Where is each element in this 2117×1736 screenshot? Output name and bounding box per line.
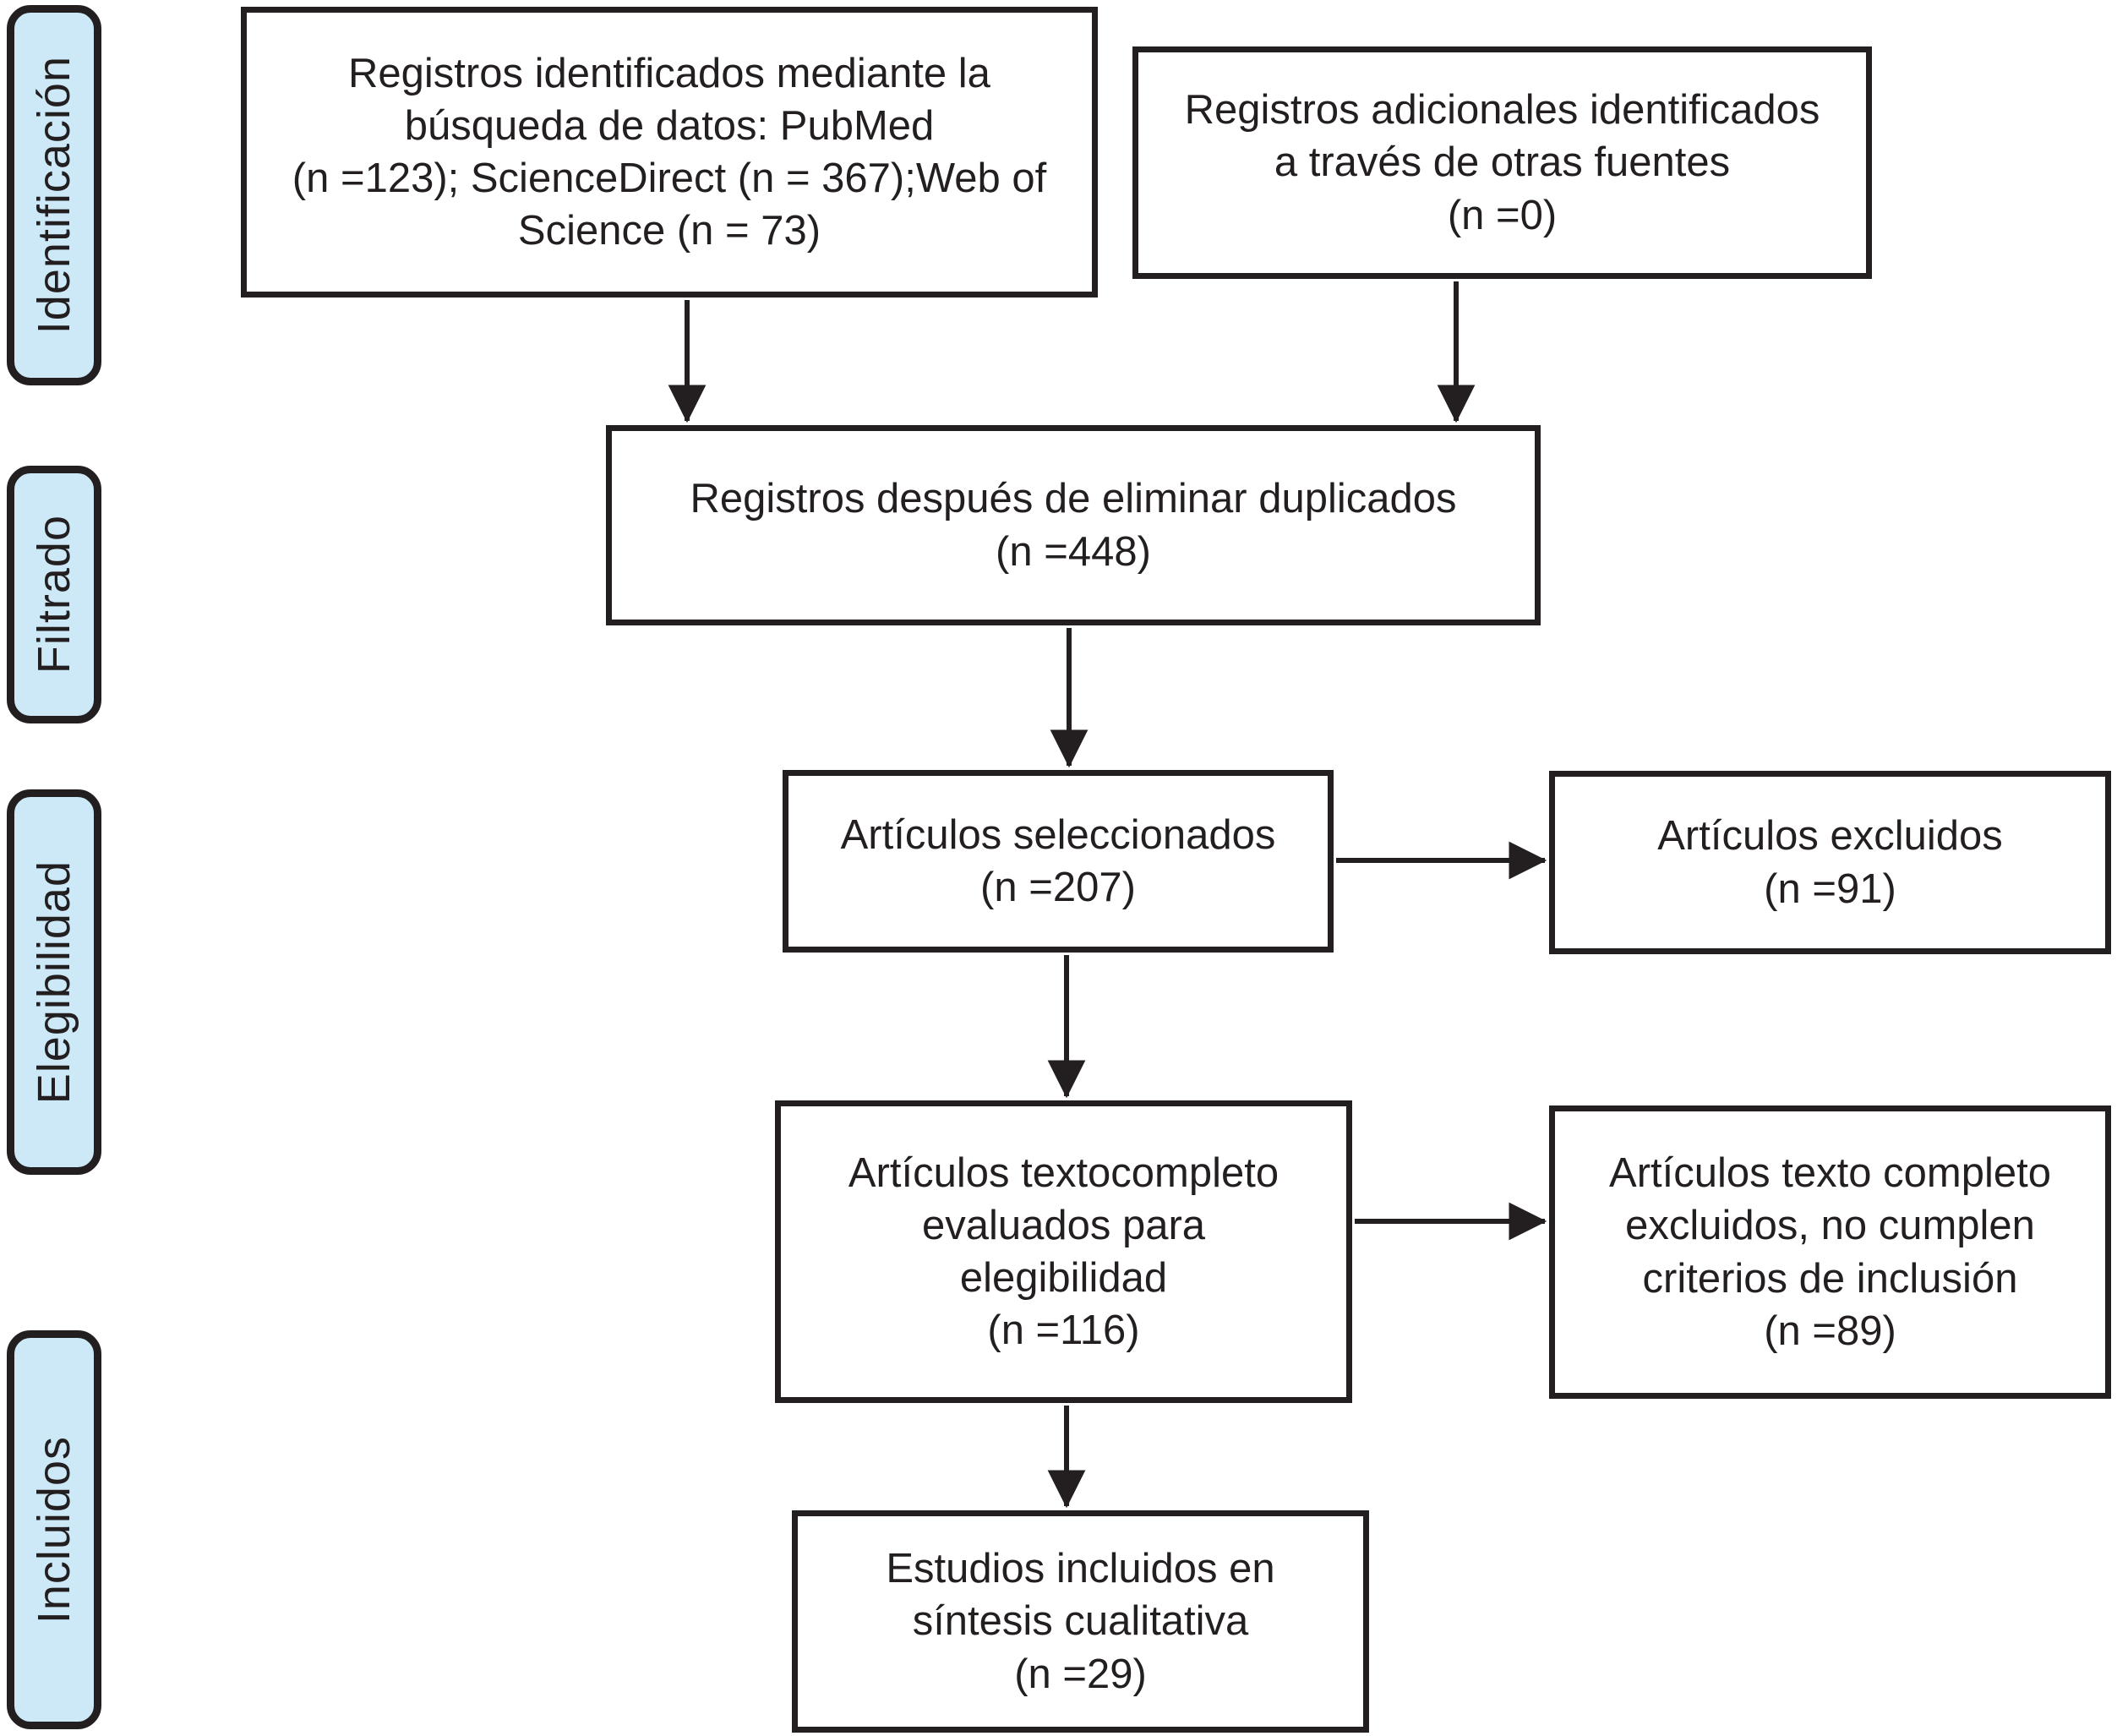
stage-filtrado-label: Filtrado: [29, 515, 79, 674]
box-identified-records-text: Registros identificados mediante la búsq…: [292, 50, 1047, 254]
box-screened: Artículos seleccionados (n =207): [783, 770, 1334, 953]
stage-filtrado: Filtrado: [7, 466, 101, 723]
stage-incluidos-label: Incluidos: [29, 1435, 79, 1624]
box-included-studies: Estudios incluidos en síntesis cualitati…: [792, 1510, 1369, 1733]
box-additional-records-text: Registros adicionales identificados a tr…: [1184, 87, 1820, 238]
box-excluded-text: Artículos excluidos (n =91): [1657, 813, 2003, 912]
box-excluded: Artículos excluidos (n =91): [1549, 771, 2111, 954]
box-additional-records: Registros adicionales identificados a tr…: [1132, 46, 1872, 279]
stage-identificacion-label: Identificación: [29, 56, 79, 335]
box-included-studies-text: Estudios incluidos en síntesis cualitati…: [886, 1546, 1275, 1697]
box-after-duplicates: Registros después de eliminar duplicados…: [606, 425, 1541, 625]
stage-elegibilidad-label: Elegibilidad: [29, 860, 79, 1105]
box-after-duplicates-text: Registros después de eliminar duplicados…: [690, 476, 1457, 575]
box-fulltext-assessed: Artículos textocompleto evaluados para e…: [775, 1100, 1352, 1403]
stage-elegibilidad: Elegibilidad: [7, 789, 101, 1175]
box-fulltext-excluded: Artículos texto completo excluidos, no c…: [1549, 1105, 2111, 1399]
stage-incluidos: Incluidos: [7, 1330, 101, 1729]
box-screened-text: Artículos seleccionados (n =207): [840, 811, 1276, 910]
stage-identificacion: Identificación: [7, 5, 101, 385]
box-fulltext-assessed-text: Artículos textocompleto evaluados para e…: [848, 1149, 1279, 1354]
box-fulltext-excluded-text: Artículos texto completo excluidos, no c…: [1609, 1150, 2051, 1354]
box-identified-records: Registros identificados mediante la búsq…: [241, 7, 1098, 298]
